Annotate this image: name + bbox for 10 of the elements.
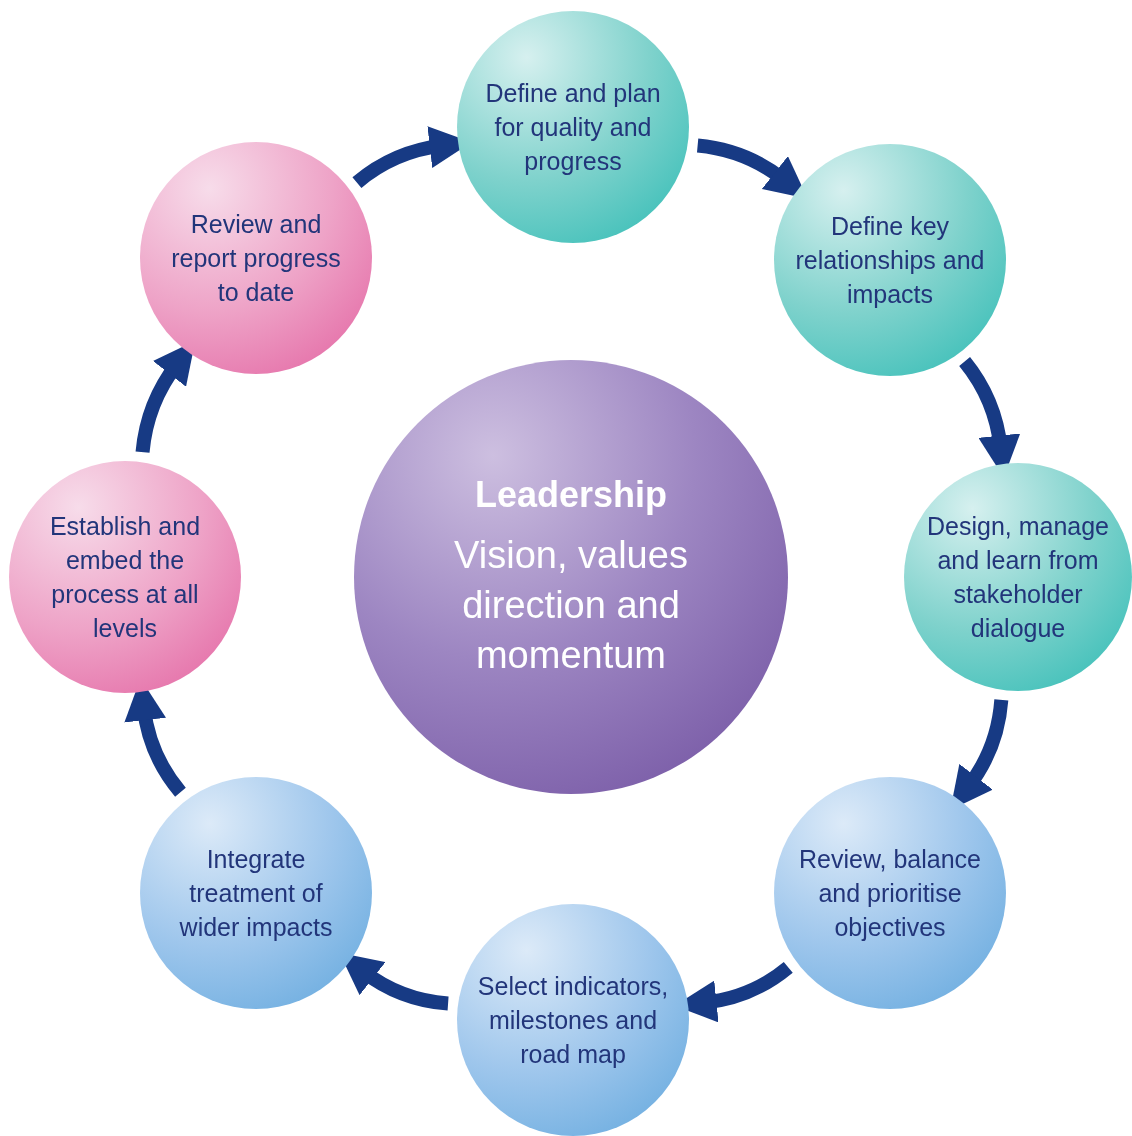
heading: Leadership <box>474 474 668 516</box>
center-text: Vision, values direction and momentum <box>453 533 689 678</box>
step-label: Define and plan for quality and progress <box>484 78 662 177</box>
step-label: Define key relationships and impacts <box>794 211 986 310</box>
step-label: Select indicators, milestones and road map <box>476 971 670 1070</box>
step-label: Review, balance and prioritise objectives <box>797 844 983 943</box>
step-label: Review and report progress to date <box>170 209 342 308</box>
step-label: Design, manage and learn from stakeholder dialogue <box>925 511 1111 644</box>
step-label: Integrate treatment of wider impacts <box>178 844 334 943</box>
step-label: Establish and embed the process at all levels <box>48 511 202 644</box>
